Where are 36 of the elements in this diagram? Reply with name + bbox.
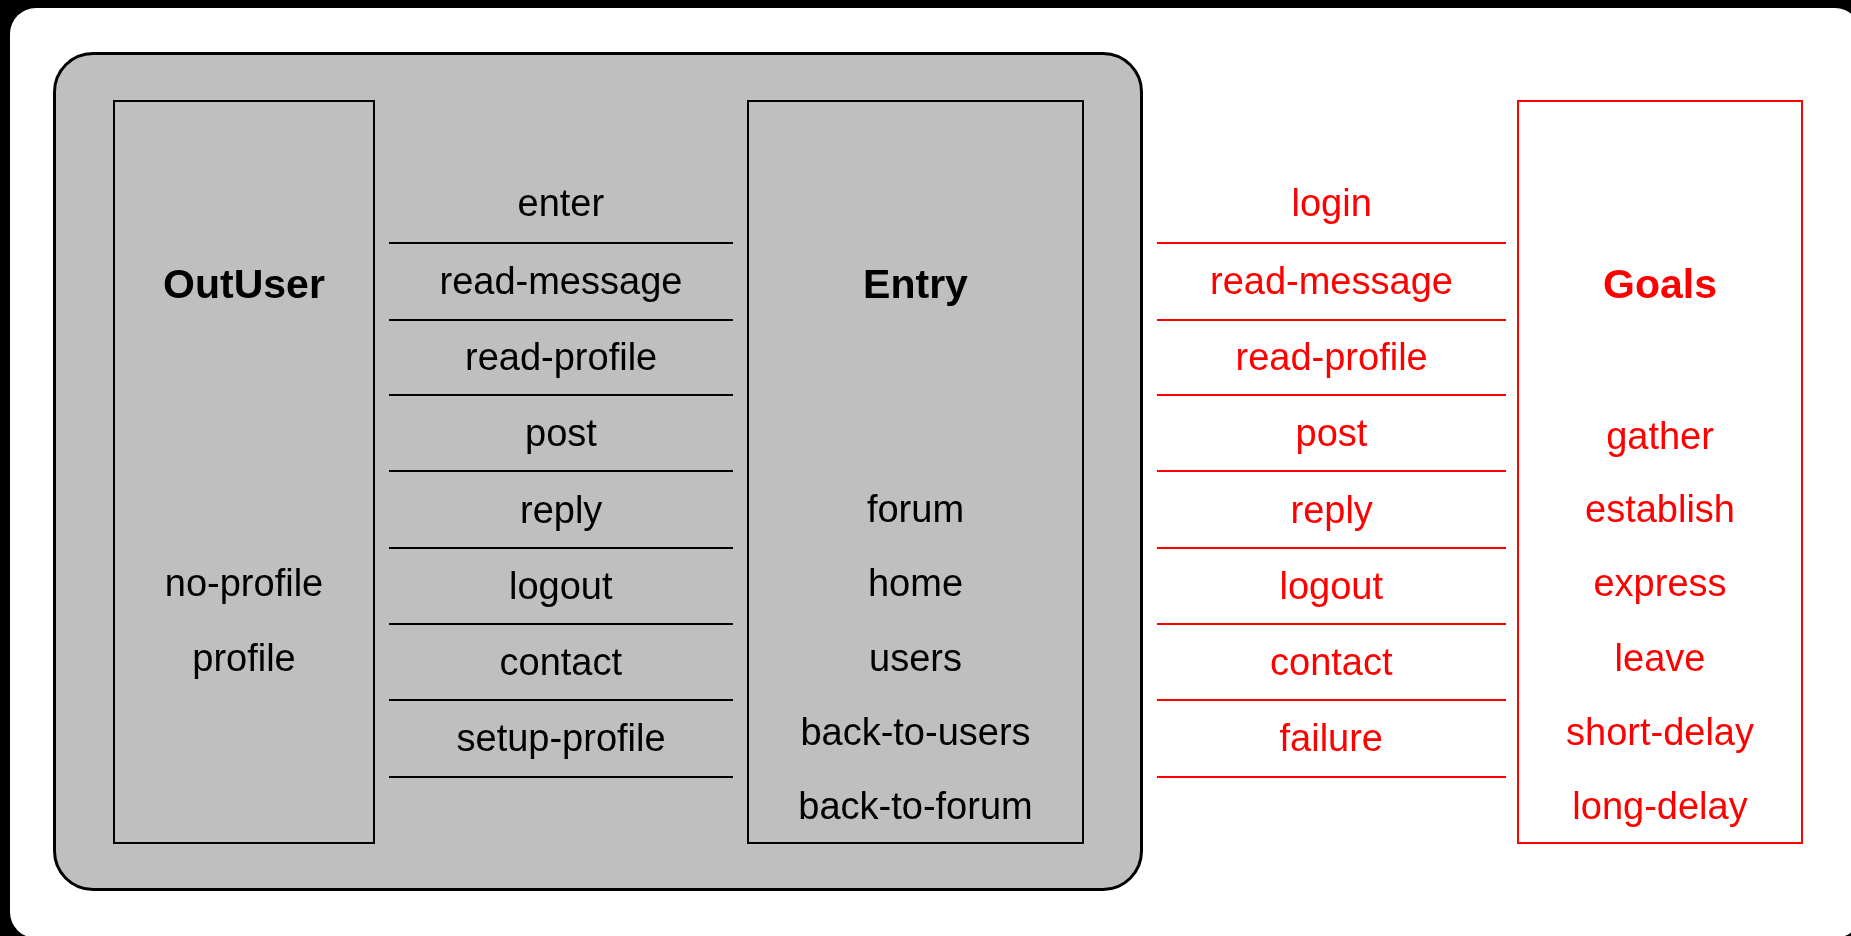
list-item: home — [867, 561, 964, 605]
list-item: short-delay — [1566, 710, 1754, 754]
transition-label: read-profile — [1235, 335, 1428, 379]
transition-label: contact — [1270, 640, 1393, 684]
box — [1517, 100, 1803, 844]
transition-label: logout — [1279, 564, 1384, 608]
list-item: back-to-users — [800, 710, 1031, 754]
transition-label: contact — [499, 640, 623, 684]
transition-label: logout — [509, 564, 613, 608]
transition-label: post — [1295, 411, 1368, 455]
transition-label: post — [525, 411, 597, 455]
list-item: leave — [1614, 636, 1706, 680]
transition-label: read-message — [439, 259, 683, 303]
list-item: users — [869, 636, 962, 680]
box — [113, 100, 375, 844]
list-item: back-to-forum — [798, 784, 1033, 828]
transition-label: read-message — [1210, 259, 1453, 303]
list-item: gather — [1606, 414, 1714, 458]
rounded-panel — [53, 52, 1143, 891]
list-item: establish — [1585, 487, 1735, 531]
box-title: Goals — [1603, 262, 1717, 306]
transition-label: read-profile — [465, 335, 658, 379]
list-item: no-profile — [164, 561, 324, 605]
box — [747, 100, 1084, 844]
list-item: long-delay — [1572, 784, 1748, 828]
transition-label: setup-profile — [456, 716, 666, 760]
list-item: profile — [192, 636, 296, 680]
transition-label: reply — [520, 488, 603, 532]
transition-label: failure — [1279, 716, 1383, 760]
transition-label: enter — [517, 181, 605, 225]
list-item: express — [1593, 561, 1727, 605]
list-item: forum — [866, 487, 965, 531]
box-title: Entry — [863, 262, 968, 306]
transition-label: reply — [1290, 488, 1373, 532]
transition-label: login — [1291, 181, 1372, 225]
box-title: OutUser — [163, 262, 325, 306]
